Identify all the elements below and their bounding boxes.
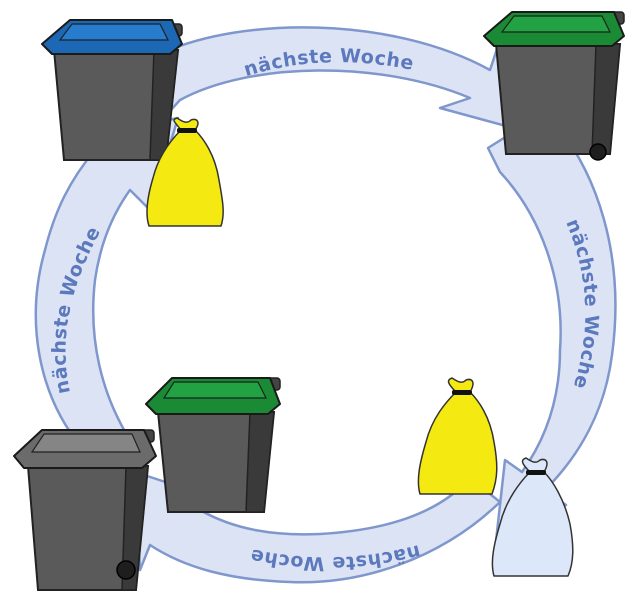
yellow-bag-icon (146, 117, 224, 227)
light-blue-bag-icon (491, 457, 574, 577)
green-lid-bin-icon-center (145, 377, 281, 513)
arrow-top (126, 26, 530, 134)
arrow-bottom (133, 470, 502, 584)
green-lid-bin-icon (483, 11, 625, 161)
cycle-arrows (34, 26, 617, 584)
grey-lid-bin-icon (13, 429, 157, 591)
yellow-bag-icon-right (417, 377, 498, 495)
blue-lid-bin-icon (41, 19, 183, 161)
